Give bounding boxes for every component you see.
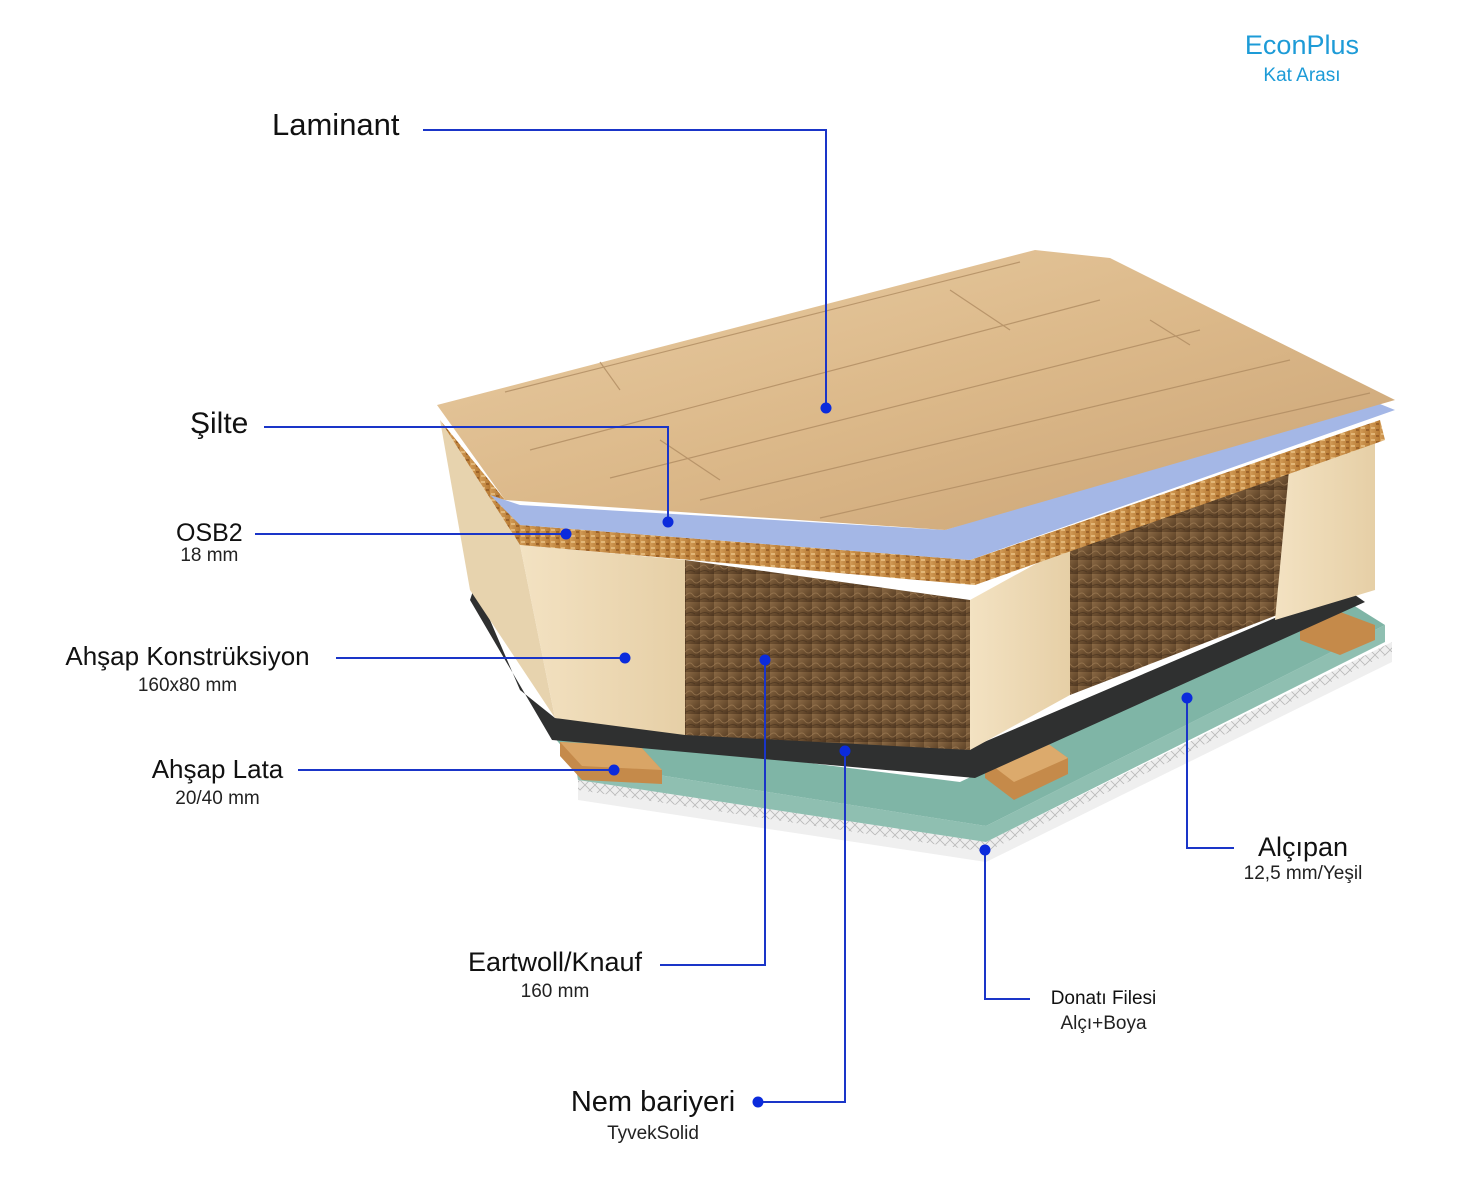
brand-title: EconPlus	[1244, 30, 1359, 60]
label-konstruksiyon: Ahşap Konstrüksiyon 160x80 mm	[45, 643, 330, 695]
brand-block: EconPlus Kat Arası	[1245, 30, 1359, 87]
leader-silte	[264, 426, 669, 522]
dot-nem-label	[752, 1096, 764, 1108]
label-laminant: Laminant	[272, 109, 400, 140]
label-silte: Şilte	[190, 409, 248, 439]
dot-eartwoll	[759, 654, 771, 666]
dot-konstruksiyon	[619, 652, 631, 664]
lata-name: Ahşap Lata	[151, 754, 284, 784]
label-donati: Donatı Filesi Alçı+Boya	[1036, 989, 1171, 1033]
donati-spec: Alçı+Boya	[1060, 1013, 1147, 1034]
left-timber-beam	[440, 420, 555, 718]
underlay-layer	[490, 400, 1395, 560]
laminate-plank-lines	[504, 261, 1371, 519]
dot-donati	[979, 844, 991, 856]
label-eartwoll: Eartwoll/Knauf 160 mm	[455, 947, 655, 1002]
leader-eartwoll	[660, 660, 766, 966]
donati-name: Donatı Filesi	[1050, 988, 1157, 1009]
nem-spec: TyvekSolid	[607, 1123, 699, 1144]
alcipan-name: Alçıpan	[1257, 832, 1349, 862]
dot-nem	[839, 745, 851, 757]
leader-nem	[760, 751, 846, 1103]
dot-silte	[662, 516, 674, 528]
leader-laminant	[423, 129, 827, 408]
laminate-floor-layer	[437, 250, 1395, 530]
eartwoll-name: Eartwoll/Knauf	[467, 947, 643, 977]
leader-lines	[255, 129, 1234, 1103]
konstruksiyon-name: Ahşap Konstrüksiyon	[65, 641, 310, 671]
eartwoll-spec: 160 mm	[520, 981, 590, 1002]
osb-name: OSB2	[176, 519, 243, 547]
brand-subtitle: Kat Arası	[1263, 65, 1341, 86]
silte-name: Şilte	[190, 407, 249, 440]
dot-osb	[560, 528, 572, 540]
leader-alcipan	[1186, 698, 1234, 849]
dot-alcipan	[1181, 692, 1193, 704]
label-nem: Nem bariyeri TyvekSolid	[558, 1086, 748, 1144]
lata-spec: 20/40 mm	[175, 788, 260, 809]
label-lata: Ahşap Lata 20/40 mm	[140, 756, 295, 808]
osb-board-layer	[440, 420, 1385, 585]
osb-spec: 18 mm	[180, 545, 239, 566]
middle-timber-beam	[970, 545, 1070, 750]
label-alcipan: Alçıpan 12,5 mm/Yeşil	[1228, 832, 1378, 884]
leader-donati	[984, 850, 1030, 1000]
leader-dots	[560, 402, 1193, 1108]
dot-laminant	[820, 402, 832, 414]
konstruksiyon-spec: 160x80 mm	[137, 675, 238, 696]
laminant-name: Laminant	[272, 107, 400, 142]
label-osb: OSB2 18 mm	[176, 519, 243, 566]
right-timber-beam	[1275, 425, 1375, 620]
left-timber-face	[520, 545, 685, 735]
alcipan-spec: 12,5 mm/Yeşil	[1243, 863, 1363, 884]
gypsum-board-top	[548, 600, 1385, 826]
insulation-block-back	[1070, 460, 1290, 695]
insulation-block-front	[685, 560, 970, 750]
dot-lata	[608, 764, 620, 776]
nem-name: Nem bariyeri	[570, 1086, 736, 1118]
